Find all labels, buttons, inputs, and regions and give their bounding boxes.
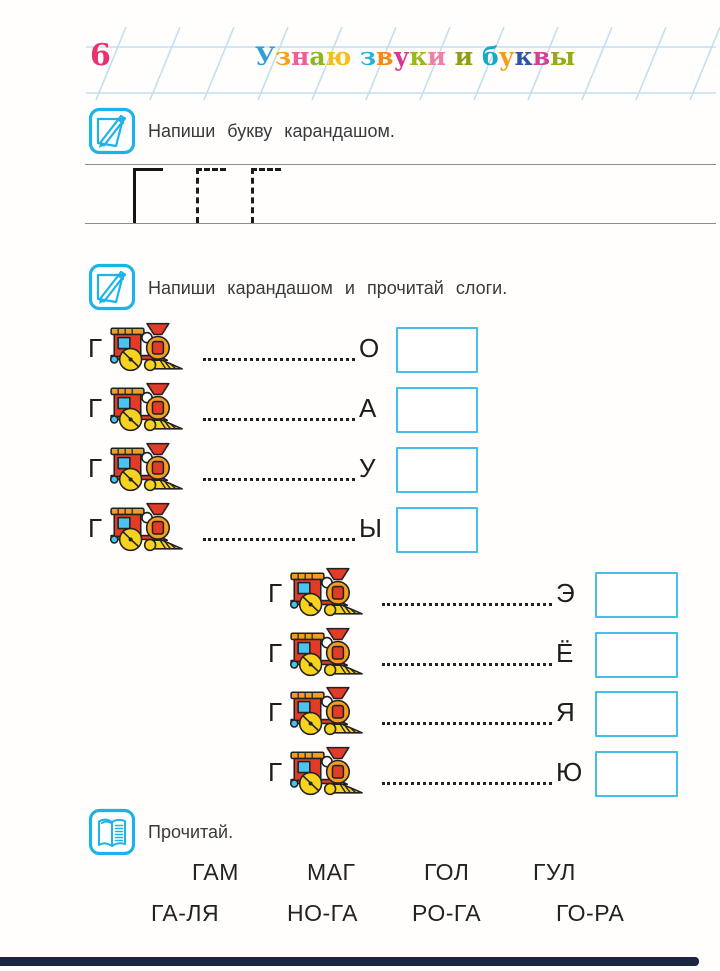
title-letter: у — [393, 42, 410, 71]
read-word: ГА-ЛЯ — [151, 900, 220, 926]
syllable-consonant: Г — [268, 578, 283, 608]
syllable-consonant: Г — [268, 757, 283, 787]
answer-box[interactable] — [396, 327, 478, 373]
title-letter: и — [454, 42, 474, 71]
read-word: ГАМ — [192, 859, 239, 885]
task1-instruction: Напиши букву карандашом. — [148, 121, 395, 141]
dotted-writing-line — [203, 538, 355, 541]
train-icon — [288, 684, 366, 738]
title-letter: а — [309, 42, 326, 71]
syllable-vowel: Э — [556, 578, 575, 608]
traced-letter-dashed[interactable] — [196, 168, 226, 223]
title-letter: к — [514, 42, 533, 71]
dotted-writing-line — [382, 663, 552, 666]
dotted-writing-line — [203, 478, 355, 481]
read-word: НО-ГА — [287, 900, 358, 926]
syllable-vowel: Ю — [556, 757, 583, 787]
syllable-row: Г А — [85, 378, 505, 438]
answer-box[interactable] — [396, 447, 478, 493]
syllable-row: Г У — [85, 438, 505, 498]
book-icon — [88, 808, 136, 856]
title-letter: в — [532, 42, 551, 71]
syllable-vowel: Я — [556, 697, 575, 727]
syllable-row: Г Я — [265, 682, 685, 742]
read-instruction: Прочитай. — [148, 822, 234, 842]
title-letter: и — [427, 42, 446, 71]
train-icon — [108, 320, 186, 374]
read-word: ГУЛ — [533, 859, 576, 885]
syllable-row: Г Ю — [265, 742, 685, 802]
syllable-vowel: О — [359, 333, 380, 363]
read-word: РО-ГА — [412, 900, 482, 926]
title-letter — [473, 41, 482, 73]
answer-box[interactable] — [595, 632, 678, 678]
syllable-consonant: Г — [88, 453, 103, 483]
title-letter: ы — [550, 42, 576, 71]
title-letter: з — [359, 42, 376, 71]
book-edge-shadow — [0, 957, 699, 966]
page-number: 6 — [90, 38, 111, 73]
read-word: МАГ — [307, 859, 356, 885]
title-letter — [446, 41, 455, 73]
traced-letter-dashed[interactable] — [251, 168, 281, 223]
task2-instruction: Напиши карандашом и прочитай слоги. — [148, 278, 508, 298]
syllable-row: Г О — [85, 318, 505, 378]
syllable-row: Г Ё — [265, 623, 685, 683]
train-icon — [108, 500, 186, 554]
title-letter: з — [275, 42, 292, 71]
letter-tracing-line[interactable] — [85, 164, 716, 224]
train-icon — [288, 744, 366, 798]
dotted-writing-line — [382, 603, 552, 606]
title-letter: в — [375, 42, 394, 71]
syllable-vowel: А — [359, 393, 377, 423]
title-letter: У — [254, 42, 276, 71]
answer-box[interactable] — [595, 751, 678, 797]
title-letter: б — [481, 42, 499, 71]
traced-letter-solid — [133, 168, 163, 223]
dotted-writing-line — [382, 782, 552, 785]
pencil-icon — [88, 107, 136, 155]
answer-box[interactable] — [396, 507, 478, 553]
syllable-consonant: Г — [268, 638, 283, 668]
syllable-vowel: Ы — [359, 513, 383, 543]
dotted-writing-line — [203, 358, 355, 361]
syllable-row: Г Ы — [85, 498, 505, 558]
syllable-consonant: Г — [88, 393, 103, 423]
train-icon — [108, 380, 186, 434]
dotted-writing-line — [382, 722, 552, 725]
syllable-row: Г Э — [265, 563, 685, 623]
title-letter: н — [291, 42, 310, 71]
dotted-writing-line — [203, 418, 355, 421]
title-letter — [351, 41, 360, 73]
answer-box[interactable] — [396, 387, 478, 433]
title-letter: ю — [325, 42, 352, 71]
train-icon — [288, 625, 366, 679]
title-letter: у — [498, 42, 515, 71]
pencil-icon — [88, 263, 136, 311]
answer-box[interactable] — [595, 572, 678, 618]
syllable-consonant: Г — [88, 513, 103, 543]
syllable-consonant: Г — [88, 333, 103, 363]
read-word: ГО-РА — [556, 900, 625, 926]
syllable-vowel: Ё — [556, 638, 574, 668]
syllable-consonant: Г — [268, 697, 283, 727]
train-icon — [288, 565, 366, 619]
read-word: ГОЛ — [424, 859, 470, 885]
train-icon — [108, 440, 186, 494]
title-letter: к — [409, 42, 428, 71]
answer-box[interactable] — [595, 691, 678, 737]
syllable-vowel: У — [359, 453, 376, 483]
